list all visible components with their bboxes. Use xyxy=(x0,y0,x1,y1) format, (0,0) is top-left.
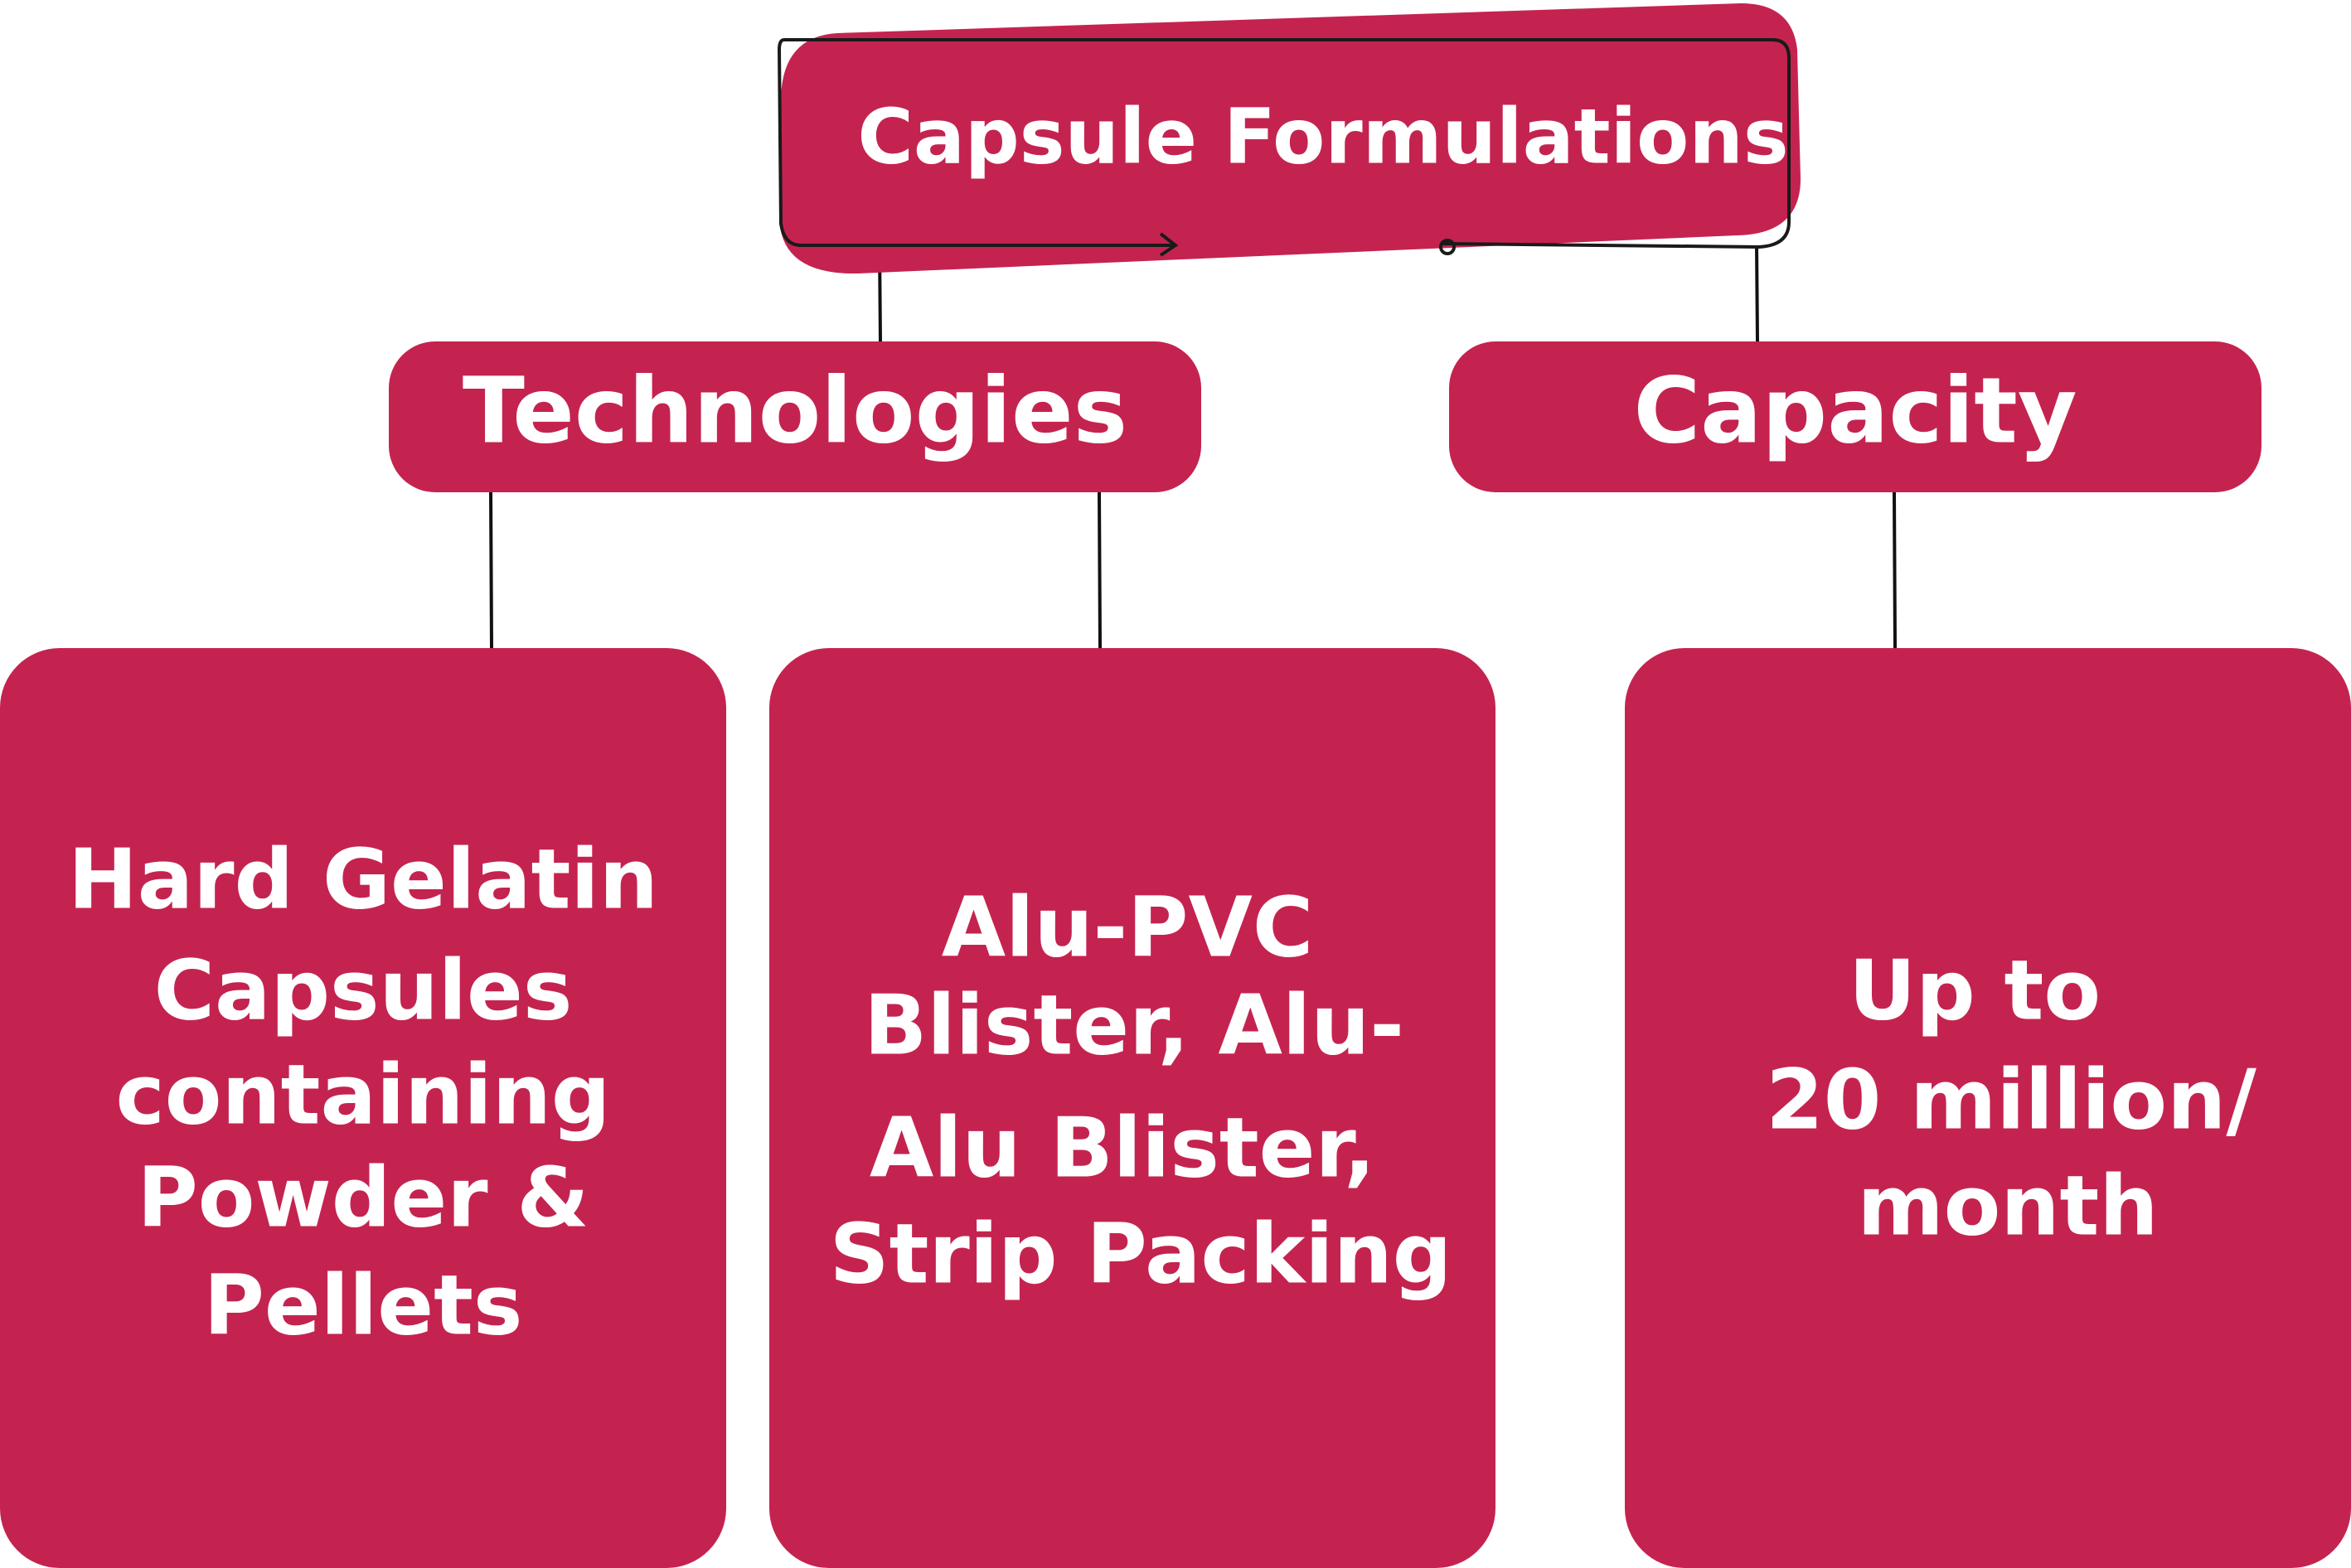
capacity-node[interactable]: Capacity xyxy=(1449,341,2261,492)
root-node-arrowhead xyxy=(1159,232,1179,257)
connector-technologies-packing xyxy=(1098,491,1102,649)
root-node-outline xyxy=(777,38,1791,249)
root-node-label: Capsule Formulations xyxy=(857,92,1788,181)
packing-leaf[interactable]: Alu-PVC Blister, Alu- Alu Blister, Strip… xyxy=(769,648,1495,1568)
capacity-node-box xyxy=(1449,341,2261,492)
root-node-fill xyxy=(779,3,1801,274)
capsules-leaf-line: Capsules xyxy=(154,941,573,1038)
capacity-leaf-line: Up to xyxy=(1849,941,2101,1038)
capsules-leaf-line: Hard Gelatin xyxy=(68,830,658,927)
capsules-leaf-line: Powder & xyxy=(137,1149,589,1246)
packing-leaf-line: Alu-PVC xyxy=(942,878,1313,975)
capsules-leaf-line: containing xyxy=(116,1046,611,1143)
technologies-node-box xyxy=(389,341,1201,492)
capacity-leaf-line: month xyxy=(1857,1157,2158,1254)
root-node[interactable]: Capsule Formulations xyxy=(777,3,1801,274)
connector-technologies-capsules xyxy=(489,491,493,649)
packing-leaf-line: Alu Blister, xyxy=(870,1099,1375,1196)
connector-capacity-leaf xyxy=(1893,491,1897,649)
connectors xyxy=(489,244,1897,649)
root-node-anchor xyxy=(1439,239,1456,255)
capacity-node-label: Capacity xyxy=(1633,357,2077,463)
packing-leaf-line: Blister, Alu- xyxy=(864,976,1404,1073)
capsules-leaf-line: Pellets xyxy=(204,1256,523,1353)
capsules-leaf-box xyxy=(0,648,726,1568)
packing-leaf-box xyxy=(769,648,1495,1568)
capacity-leaf-box xyxy=(1625,648,2351,1568)
packing-leaf-line: Strip Packing xyxy=(830,1205,1452,1302)
technologies-node[interactable]: Technologies xyxy=(389,341,1201,492)
technologies-node-label: Technologies xyxy=(463,357,1127,463)
capsules-leaf[interactable]: Hard Gelatin Capsules containing Powder … xyxy=(0,648,726,1568)
capacity-leaf[interactable]: Up to 20 million/ month xyxy=(1625,648,2351,1568)
capacity-leaf-line: 20 million/ xyxy=(1766,1051,2256,1148)
